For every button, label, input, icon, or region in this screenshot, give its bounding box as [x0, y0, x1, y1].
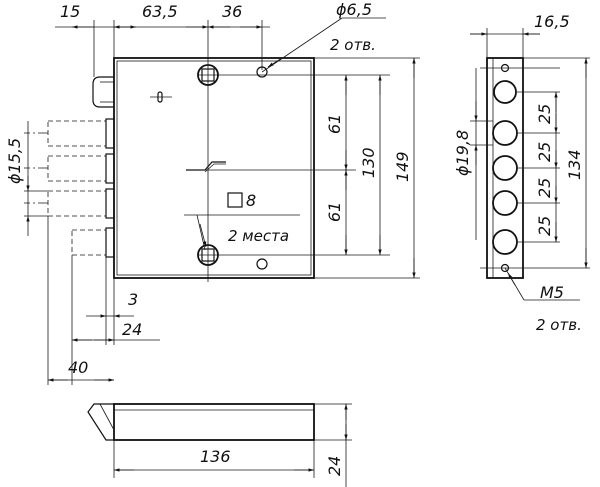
spindle-size: 8	[246, 191, 256, 210]
front-hole-3	[492, 190, 518, 216]
lever	[186, 161, 226, 173]
dim-front-width: 16,5	[534, 12, 570, 31]
body-top-view	[113, 403, 315, 441]
screw-hole-bottom	[256, 258, 268, 270]
dim-bolt-dia: ϕ15,5	[5, 138, 24, 184]
front-hole-latch	[493, 80, 517, 104]
lock-body-inner	[116, 60, 312, 276]
dim-61-bottom: 61	[325, 202, 344, 222]
dim-pitch-4: 25	[535, 216, 554, 236]
dim-pitch-1: 25	[535, 104, 554, 124]
front-hole-2	[492, 155, 518, 181]
dim-pitch-2: 25	[535, 142, 554, 162]
spindle-square-symbol	[227, 192, 243, 208]
bolt-4	[71, 229, 107, 256]
bolt-1	[47, 120, 107, 147]
dim-149: 149	[393, 151, 412, 182]
dim-places: 2 места	[228, 227, 289, 245]
bolt-3	[47, 190, 107, 217]
keyhole-mark	[150, 91, 172, 103]
dim-backset-15: 15	[60, 2, 80, 21]
dim-body-length: 136	[200, 447, 231, 466]
dim-body-thickness: 24	[325, 456, 344, 476]
dim-thread-count: 2 отв.	[536, 316, 582, 334]
lock-body	[113, 57, 315, 279]
front-hole-1	[492, 120, 518, 146]
bolts	[24, 118, 115, 258]
dim-hole-dia: ϕ6,5	[336, 0, 372, 19]
dim-24: 24	[122, 320, 142, 339]
front-plate-view: 16,5 ϕ19,8 25 25 25 25 134 M5 2 отв.	[453, 12, 590, 334]
front-hole-4	[492, 229, 518, 255]
dim-36: 36	[222, 2, 242, 21]
dim-front-hole-dia: ϕ19,8	[453, 130, 472, 176]
dim-pitch-3: 25	[535, 178, 554, 198]
side-view: 8 15 63,5 36 ϕ6,5 2 отв. 2 места	[5, 0, 420, 385]
dim-3: 3	[128, 290, 138, 309]
latch-tongue	[92, 76, 114, 108]
dim-130: 130	[359, 147, 378, 178]
dim-63-5: 63,5	[142, 2, 178, 21]
bolt-2	[47, 155, 107, 182]
dim-61-top: 61	[325, 114, 344, 134]
latch-top-view	[87, 403, 114, 441]
dim-40: 40	[68, 358, 88, 377]
top-view: 136 24	[87, 403, 352, 487]
dim-holes-count: 2 отв.	[330, 36, 376, 54]
dim-front-height: 134	[565, 149, 584, 180]
dim-thread: M5	[540, 283, 564, 302]
